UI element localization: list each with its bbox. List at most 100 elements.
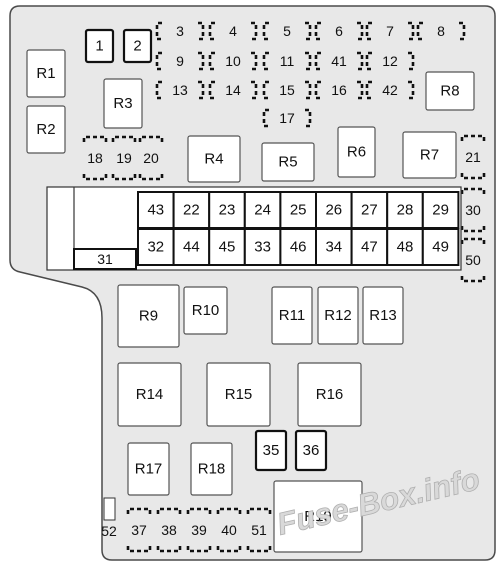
relay-r10 <box>183 286 228 335</box>
fuse-label-31: 31 <box>97 251 113 267</box>
relay-label-r5: R5 <box>278 154 297 171</box>
fuse-30 <box>460 187 486 233</box>
fuse-label-11: 11 <box>280 53 295 69</box>
relay-label-r11: R11 <box>279 307 305 324</box>
fuse-label-49: 49 <box>432 239 449 256</box>
fuse-label-4: 4 <box>229 23 237 39</box>
fuse-label-48: 48 <box>397 239 414 256</box>
fuse-label-25: 25 <box>290 202 307 219</box>
fuse-35 <box>254 429 288 472</box>
fuse-label-28: 28 <box>397 202 414 219</box>
fuse-label-32: 32 <box>147 239 164 256</box>
fuse-14 <box>208 80 258 100</box>
fuse-label-29: 29 <box>432 202 449 219</box>
fuse-16 <box>314 80 364 100</box>
fuse-label-46: 46 <box>290 239 307 256</box>
fuse-8 <box>416 21 466 41</box>
fuse-label-42: 42 <box>382 82 398 98</box>
fuse-29 <box>421 191 460 229</box>
relay-label-r6: R6 <box>347 144 366 161</box>
relay-label-r9: R9 <box>139 308 158 325</box>
fuse-label-16: 16 <box>331 82 347 98</box>
relay-r13 <box>362 286 404 345</box>
fuse-label-8: 8 <box>437 23 445 39</box>
fuse-label-40: 40 <box>221 522 237 538</box>
fuse-label-51: 51 <box>251 522 267 538</box>
relay-r19 <box>273 480 363 553</box>
fuse-13 <box>155 80 205 100</box>
fuse-34 <box>315 228 353 266</box>
fuse-label-18: 18 <box>87 150 103 166</box>
fuse-41 <box>314 51 364 71</box>
fuse-50 <box>460 237 486 283</box>
fuse-label-13: 13 <box>172 82 188 98</box>
relay-r5 <box>261 142 315 182</box>
relay-r7 <box>402 131 457 179</box>
relay-label-r16: R16 <box>316 386 344 403</box>
fuse-label-21: 21 <box>465 149 481 165</box>
relay-label-r15: R15 <box>225 386 253 403</box>
fuse-2 <box>122 28 153 64</box>
fuse-9 <box>155 51 205 71</box>
fuse-label-30: 30 <box>465 202 481 218</box>
relay-r15 <box>206 362 271 427</box>
fuse-label-14: 14 <box>225 82 241 98</box>
relay-r2 <box>26 105 66 154</box>
relay-label-r3: R3 <box>113 95 132 112</box>
fuse-20 <box>138 135 164 181</box>
fuse-label-15: 15 <box>279 82 295 98</box>
fuse-label-41: 41 <box>331 53 347 69</box>
fuse-17 <box>262 108 312 128</box>
fuse-label-52: 52 <box>101 523 117 539</box>
fuse-label-5: 5 <box>283 23 291 39</box>
fuse-label-9: 9 <box>176 53 184 69</box>
fuse-47 <box>350 228 389 266</box>
fuse-label-43: 43 <box>147 202 164 219</box>
fuse-label-20: 20 <box>143 150 159 166</box>
fuse-label-27: 27 <box>361 202 378 219</box>
fuse-label-36: 36 <box>303 442 320 459</box>
fuse-31 <box>73 248 137 270</box>
relay-r11 <box>271 286 313 345</box>
fuse-44 <box>172 228 211 266</box>
fuse-39 <box>186 507 212 553</box>
fuse-4 <box>208 21 258 41</box>
relay-r6 <box>337 126 376 178</box>
fuse-label-17: 17 <box>279 110 295 126</box>
fuse-27 <box>350 191 389 229</box>
fuse-18 <box>82 135 108 181</box>
relay-r9 <box>117 284 180 348</box>
relay-r3 <box>103 78 143 129</box>
relay-label-r14: R14 <box>136 386 164 403</box>
relay-r8 <box>425 71 475 111</box>
fuse-36 <box>294 429 328 472</box>
relay-label-r7: R7 <box>420 147 439 164</box>
fuse-21 <box>460 134 486 180</box>
relay-r12 <box>317 286 359 345</box>
fuse-15 <box>262 80 312 100</box>
fuse-label-34: 34 <box>325 239 342 256</box>
fuse-label-10: 10 <box>225 53 241 69</box>
relay-label-r8: R8 <box>440 83 459 100</box>
fuse-52-slot <box>103 497 116 521</box>
relay-label-r12: R12 <box>324 307 352 324</box>
fuse-label-24: 24 <box>254 202 271 219</box>
fuse-label-37: 37 <box>131 522 147 538</box>
fuse-label-3: 3 <box>176 23 184 39</box>
fuse-label-2: 2 <box>133 38 141 55</box>
fuse-45 <box>208 228 246 266</box>
fuse-11 <box>262 51 312 71</box>
relay-label-r10: R10 <box>192 302 220 319</box>
fuse-label-45: 45 <box>219 239 236 256</box>
fuse-label-26: 26 <box>325 202 342 219</box>
fuse-label-50: 50 <box>465 252 481 268</box>
fuse-label-47: 47 <box>361 239 378 256</box>
fuse-51 <box>246 507 272 553</box>
fuse-label-12: 12 <box>382 53 398 69</box>
relay-label-r13: R13 <box>369 307 397 324</box>
fuse-label-7: 7 <box>386 23 394 39</box>
relay-r14 <box>117 362 182 427</box>
fuse-40 <box>216 507 242 553</box>
fuse-label-6: 6 <box>335 23 343 39</box>
